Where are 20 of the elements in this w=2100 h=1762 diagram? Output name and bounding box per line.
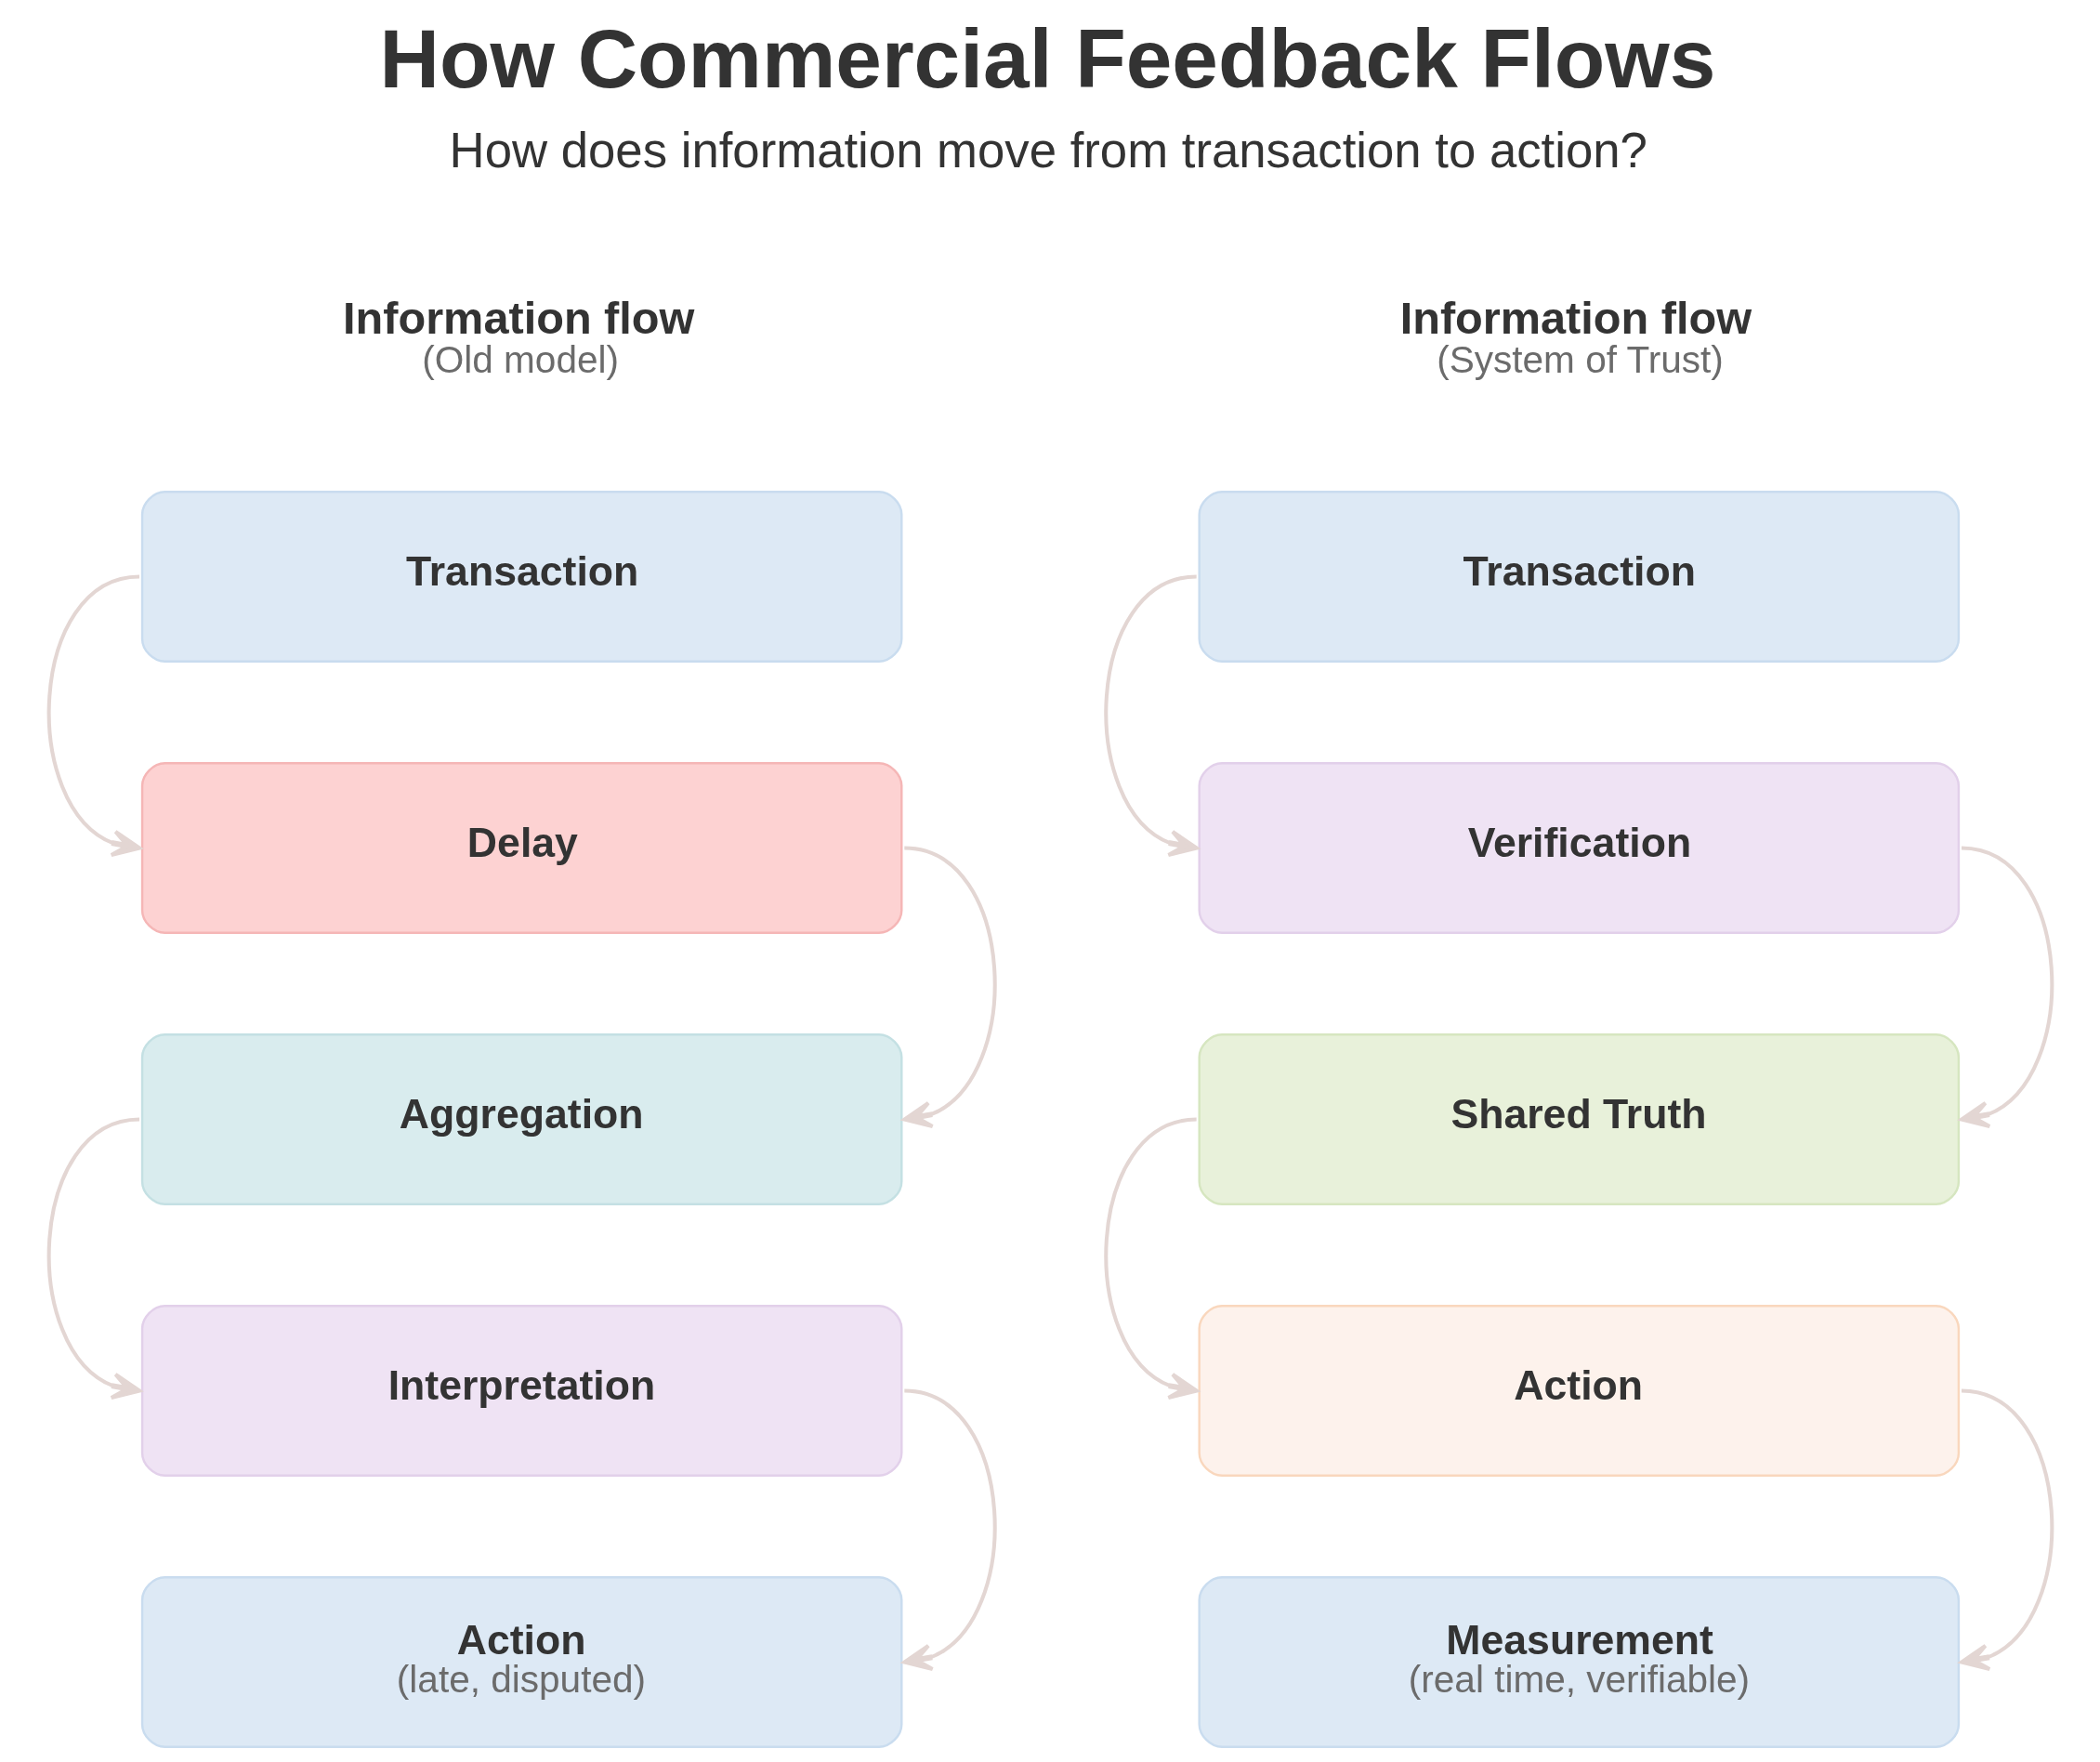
node-box: Transaction (140, 491, 902, 663)
node-box: Delay (140, 762, 902, 934)
node-box: Aggregation (140, 1033, 902, 1205)
node-box: Verification (1197, 762, 1960, 934)
arrow (1104, 574, 1199, 858)
arrow (46, 574, 141, 858)
arrow (1959, 1388, 2054, 1672)
node-box: Action (late, disputed) (140, 1576, 902, 1748)
arrow (1959, 846, 2054, 1129)
node-box: Shared Truth (1197, 1033, 1960, 1205)
arrow (901, 846, 996, 1129)
node-box: Action (1197, 1305, 1960, 1477)
arrow (46, 1117, 141, 1400)
arrow (1104, 1117, 1199, 1400)
diagram-title: How Commercial Feedback Flows (379, 11, 1715, 105)
node-box: Measurement (real time, verifiable) (1197, 1576, 1960, 1748)
node-box: Interpretation (140, 1305, 902, 1477)
arrow (901, 1388, 996, 1672)
node-box: Transaction (1197, 491, 1960, 663)
label: How does information move from transaction to action? (449, 123, 1647, 178)
